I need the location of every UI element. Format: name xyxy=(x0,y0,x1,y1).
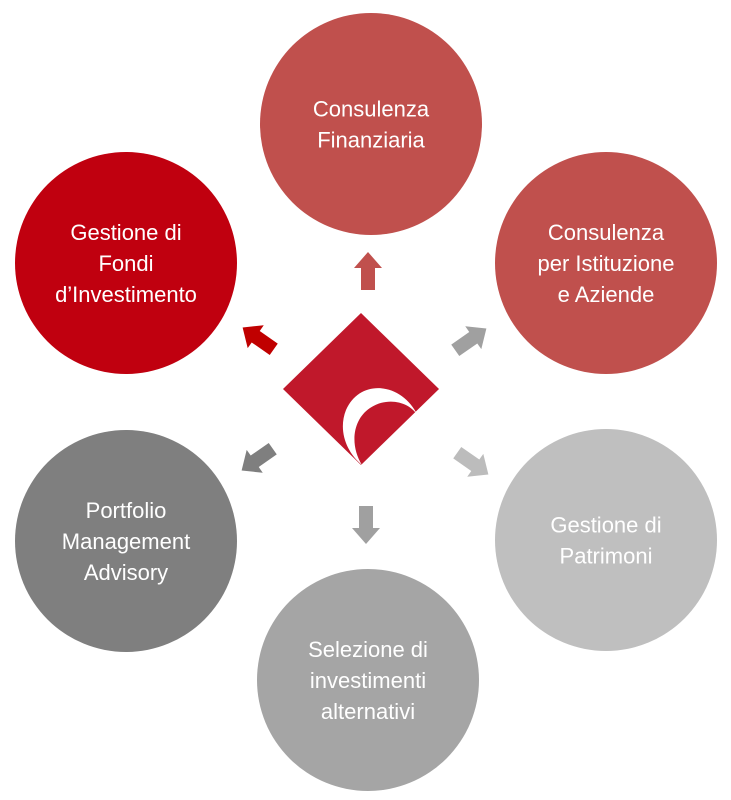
node-circle xyxy=(260,13,482,235)
arrow-lower-right-icon xyxy=(453,446,489,477)
node-label-line: Gestione di xyxy=(550,513,661,538)
node-label-line: Fondi xyxy=(98,251,153,276)
node-circle xyxy=(15,430,237,652)
node-gestione-fondi: Gestione di Fondi d’Investimento xyxy=(15,152,237,374)
node-label-line: alternativi xyxy=(321,699,415,724)
node-label-line: e Aziende xyxy=(558,282,655,307)
arrows-layer xyxy=(241,252,489,544)
arrow-upper-left-icon xyxy=(242,325,278,356)
node-circle xyxy=(257,569,479,791)
node-label-line: per Istituzione xyxy=(538,251,675,276)
node-gestione-patrimoni: Gestione di Patrimoni xyxy=(495,429,717,651)
company-logo-icon xyxy=(283,313,439,465)
arrow-upper-right-icon xyxy=(451,326,487,357)
node-label-line: investimenti xyxy=(310,668,426,693)
logo-swoosh xyxy=(342,388,418,465)
node-circle xyxy=(495,152,717,374)
node-label-line: Advisory xyxy=(84,560,168,585)
node-label-line: Consulenza xyxy=(313,97,430,122)
node-circle xyxy=(15,152,237,374)
node-label-line: Management xyxy=(62,529,190,554)
arrow-down-icon xyxy=(352,506,380,544)
arrow-up-icon xyxy=(354,252,382,290)
node-selezione-investimenti: Selezione di investimenti alternativi xyxy=(257,569,479,791)
node-consulenza-istituzione: Consulenza per Istituzione e Aziende xyxy=(495,152,717,374)
node-label-line: Portfolio xyxy=(86,498,167,523)
node-label-line: Consulenza xyxy=(548,220,665,245)
arrow-lower-left-icon xyxy=(241,442,277,473)
node-label-line: Selezione di xyxy=(308,637,428,662)
node-label-line: Finanziaria xyxy=(317,128,425,153)
node-label-line: d’Investimento xyxy=(55,282,197,307)
node-circle xyxy=(495,429,717,651)
node-label-line: Patrimoni xyxy=(560,544,653,569)
node-label-line: Gestione di xyxy=(70,220,181,245)
logo-diamond xyxy=(283,313,439,465)
